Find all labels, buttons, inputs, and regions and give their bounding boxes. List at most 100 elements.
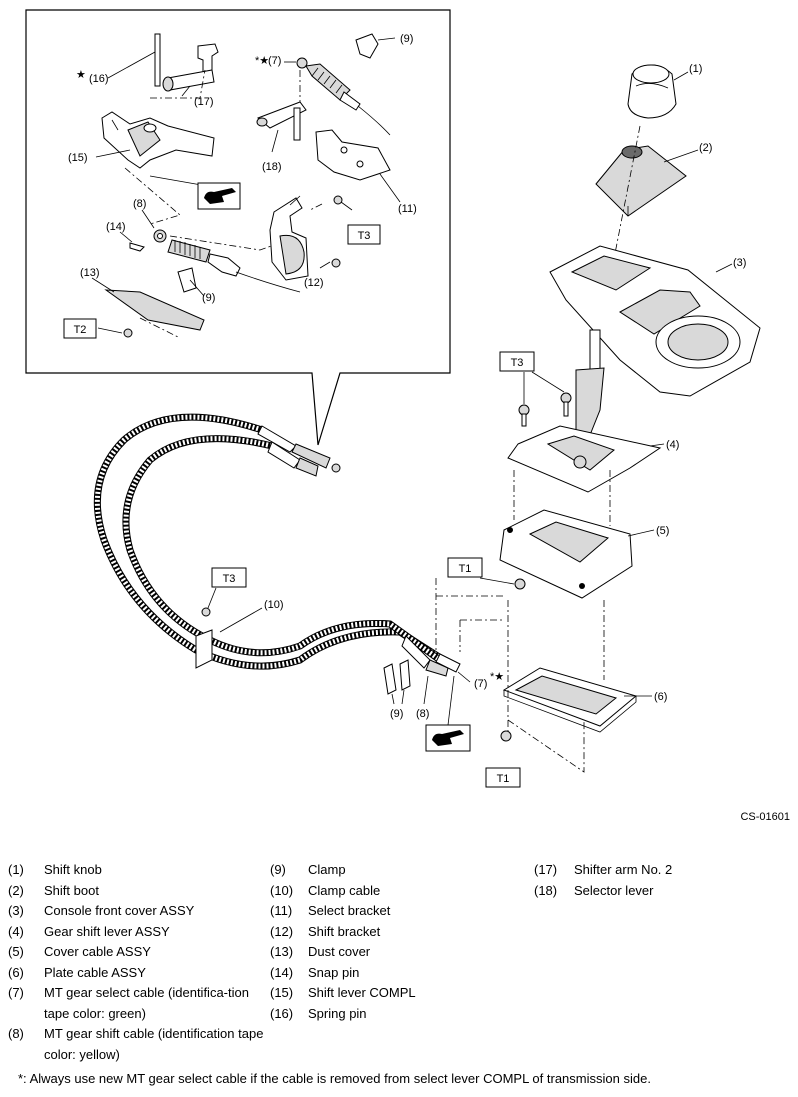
snap-pin-14 <box>119 231 145 252</box>
bolts-t3-console <box>518 371 572 427</box>
torque-box-t3-console: T3 <box>499 351 535 372</box>
plate-cable-6 <box>502 667 652 733</box>
shifter-arm-17 <box>162 43 219 97</box>
callout-9-main: (9) <box>390 708 403 720</box>
legend-item-number: (10) <box>270 882 294 898</box>
legend-item-number: (3) <box>8 903 24 918</box>
callout-17: (17) <box>194 96 214 108</box>
legend-item: (7) MT gear select cable (identifica-tion… <box>8 983 268 1024</box>
selector-lever-18 <box>256 101 307 153</box>
legend-item: (17) Shifter arm No. 2 <box>534 860 784 881</box>
torque-box-t3-clamp: T3 <box>211 567 247 588</box>
legend-item: (5) Cover cable ASSY <box>8 942 268 963</box>
torque-box-t2-inset: T2 <box>63 318 97 339</box>
legend-item-text: Plate cable ASSY <box>44 964 146 980</box>
gear-shift-lever-4 <box>507 329 665 493</box>
legend-item-number: (14) <box>270 964 294 980</box>
legend-item-text: Console front cover ASSY <box>44 903 195 918</box>
legend-item-number: (6) <box>8 964 24 980</box>
svg-text:T1: T1 <box>459 563 472 575</box>
callout-6: (6) <box>654 691 667 703</box>
legend-item-text: Snap pin <box>308 964 360 980</box>
callout-4: (4) <box>666 439 679 451</box>
legend-item-text: Shift bracket <box>308 923 381 939</box>
dust-cover-13 <box>91 277 205 339</box>
legend-item-number: (13) <box>270 944 294 959</box>
legend-item-text: Gear shift lever ASSY <box>44 923 170 939</box>
grease-symbol-inset <box>197 182 241 210</box>
legend-item-number: (4) <box>8 923 24 939</box>
nut-t1-plate <box>500 730 512 742</box>
select-bracket-11 <box>315 129 401 203</box>
legend-item-number: (11) <box>270 903 293 918</box>
callout-7-inset: (7) <box>268 55 281 67</box>
legend-item: (10) Clamp cable <box>270 881 520 902</box>
legend-item-text: Cover cable ASSY <box>44 944 151 959</box>
callout-16: (16) <box>89 73 109 85</box>
bolt-t3-inset <box>309 195 353 268</box>
svg-text:T2: T2 <box>74 324 87 336</box>
legend-item-text: Clamp <box>308 862 346 877</box>
legend-item: (18)Selector lever <box>534 881 784 902</box>
callout-2: (2) <box>699 142 712 154</box>
legend-item: (11) Select bracket <box>270 901 520 922</box>
callout-14: (14) <box>106 221 126 233</box>
callout-7-main-star: *★ <box>490 671 504 683</box>
svg-text:T3: T3 <box>223 573 236 585</box>
shift-knob-1 <box>627 64 689 119</box>
legend-item-number: (5) <box>8 944 24 959</box>
select-cable-end-8-inset <box>141 209 301 293</box>
callout-9-inset-bottom: (9) <box>202 292 215 304</box>
footnote: *: Always use new MT gear select cable i… <box>18 1071 651 1086</box>
clamp-9-inset-top <box>355 33 396 59</box>
legend-item-text: Clamp cable <box>308 882 381 898</box>
legend-item: (3) Console front cover ASSY <box>8 901 268 922</box>
legend-column-2: (9) Clamp (10) Clamp cable (11) Select bracke… <box>270 860 520 1024</box>
legend-item-text: Shift lever COMPL <box>308 985 416 1000</box>
legend-item: (4) Gear shift lever ASSY <box>8 922 268 943</box>
legend-column-1: (1) Shift knob (2) Shift boot (3) Console fro… <box>8 860 268 1065</box>
legend-item-number: (17) <box>534 862 558 877</box>
callout-7-main: (7) <box>474 678 487 690</box>
callout-12: (12) <box>304 277 324 289</box>
legend-item: (6) Plate cable ASSY <box>8 963 268 984</box>
legend-item-text: MT gear shift cable (identification tape… <box>44 1026 264 1062</box>
legend-item: (16)Spring pin <box>270 1004 520 1025</box>
legend-item-number: (8) <box>8 1026 24 1041</box>
torque-box-t1-plate: T1 <box>485 767 521 788</box>
torque-box-t1-cover: T1 <box>447 557 483 578</box>
legend-item-text: Select bracket <box>308 903 391 918</box>
legend-item-number: (9) <box>270 862 286 877</box>
legend-item-text: Shift boot <box>44 882 99 898</box>
callout-1: (1) <box>689 63 702 75</box>
legend-item-number: (1) <box>8 862 24 877</box>
callout-15: (15) <box>68 152 88 164</box>
legend-item-text: MT gear select cable (identifica-tion ta… <box>44 985 249 1021</box>
callout-5: (5) <box>656 525 669 537</box>
shift-bracket-12 <box>269 195 331 281</box>
legend-item: (12)Shift bracket <box>270 922 520 943</box>
legend-item: (1) Shift knob <box>8 860 268 881</box>
legend-item-number: (7) <box>8 985 24 1000</box>
exploded-parts-diagram: *★ (7) (9) ★ (16) (17) (15) (18) (11) (8… <box>25 9 761 788</box>
callout-8-inset: (8) <box>133 198 146 210</box>
legend-item: (2) Shift boot <box>8 881 268 902</box>
nut-t1-cover <box>479 577 526 590</box>
legend-item-text: Shifter arm No. 2 <box>574 862 673 877</box>
cables-main <box>93 413 471 705</box>
svg-text:T3: T3 <box>511 357 524 369</box>
grease-symbol-main <box>425 675 471 752</box>
legend-item-text: Dust cover <box>308 944 371 959</box>
legend-item-number: (18) <box>534 882 558 898</box>
legend-item-text: Shift knob <box>44 862 102 877</box>
legend-item: (8) MT gear shift cable (identification t… <box>8 1024 268 1065</box>
legend-column-3: (17) Shifter arm No. 2 (18)Selector lever <box>534 860 784 901</box>
console-front-cover-3 <box>549 245 761 397</box>
legend-item-text: Spring pin <box>308 1005 367 1021</box>
torque-box-t3-inset: T3 <box>347 224 381 245</box>
inset-frame <box>25 9 451 446</box>
callout-3: (3) <box>733 257 746 269</box>
legend-item-number: (2) <box>8 882 24 898</box>
callout-11: (11) <box>398 203 417 215</box>
svg-text:T3: T3 <box>358 230 371 242</box>
